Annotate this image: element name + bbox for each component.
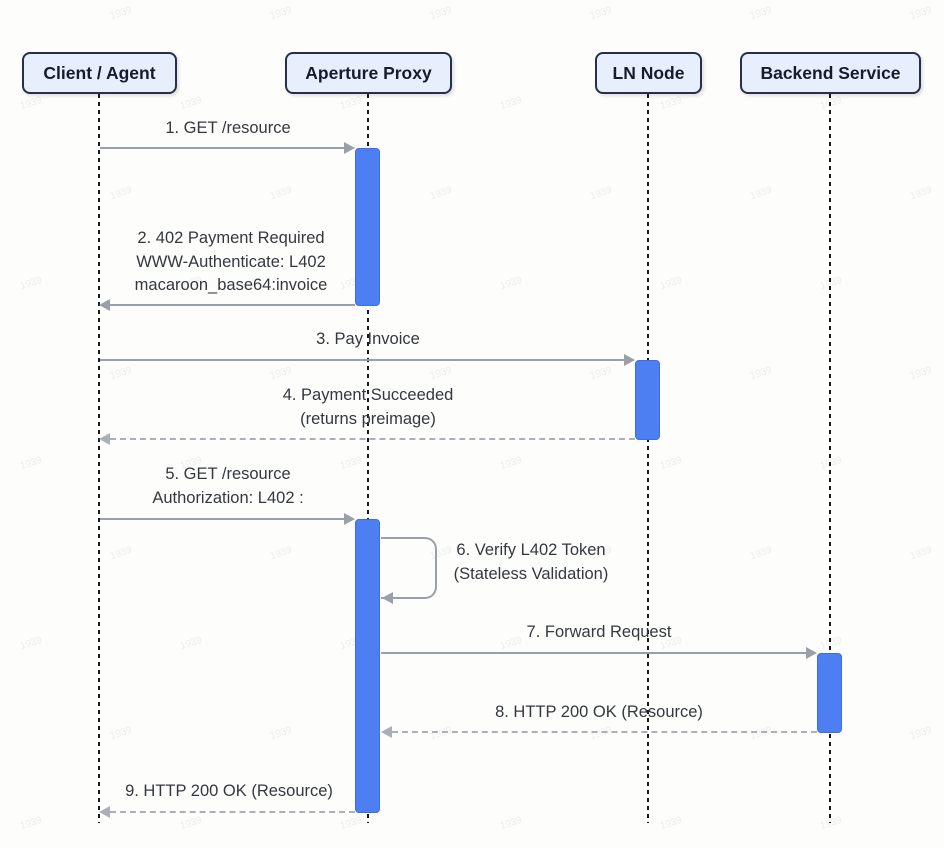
- arrowhead-left-icon: [99, 433, 110, 445]
- message-3-label: 3. Pay Invoice: [316, 330, 420, 348]
- message-9-arrow: [110, 811, 355, 813]
- watermark-text: 1939: [588, 4, 614, 23]
- watermark-text: 1939: [268, 544, 294, 563]
- participant-client: Client / Agent: [22, 52, 177, 94]
- participant-ln-node: LN Node: [595, 52, 702, 94]
- watermark-text: 1939: [818, 814, 844, 833]
- watermark-text: 1939: [818, 634, 844, 653]
- watermark-text: 1939: [908, 184, 934, 203]
- lifeline-ln-node: [647, 94, 649, 823]
- message-7-arrow: [381, 652, 807, 654]
- watermark-text: 1939: [428, 184, 454, 203]
- watermark-text: 1939: [908, 4, 934, 23]
- watermark-text: 1939: [748, 184, 774, 203]
- watermark-text: 1939: [498, 454, 524, 473]
- watermark-text: 1939: [268, 4, 294, 23]
- participant-aperture: Aperture Proxy: [285, 52, 452, 94]
- message-1-label: 1. GET /resource: [165, 119, 291, 137]
- lifeline-aperture: [367, 94, 369, 823]
- watermark-text: 1939: [428, 4, 454, 23]
- activation-bar-backend: [817, 653, 842, 733]
- message-8-arrow: [392, 731, 817, 733]
- message-4-label: 4. Payment Succeeded (returns preimage): [282, 386, 454, 428]
- watermark-text: 1939: [268, 364, 294, 383]
- watermark-text: 1939: [428, 724, 454, 743]
- watermark-text: 1939: [498, 94, 524, 113]
- message-5-label: 5. GET /resource Authorization: L402 :: [152, 465, 304, 507]
- watermark-text: 1939: [108, 184, 134, 203]
- message-4-arrow: [110, 438, 635, 440]
- watermark-text: 1939: [658, 454, 684, 473]
- message-9-label: 9. HTTP 200 OK (Resource): [125, 782, 333, 800]
- watermark-text: 1939: [268, 724, 294, 743]
- watermark-text: 1939: [748, 4, 774, 23]
- arrowhead-left-icon: [99, 806, 110, 818]
- lifeline-client: [98, 94, 100, 823]
- watermark-text: 1939: [428, 364, 454, 383]
- arrowhead-left-icon: [99, 299, 110, 311]
- activation-bar-ln-node: [635, 360, 660, 440]
- watermark-text: 1939: [818, 94, 844, 113]
- watermark-text: 1939: [18, 454, 44, 473]
- watermark-text: 1939: [498, 634, 524, 653]
- watermark-text: 1939: [108, 364, 134, 383]
- watermark-text: 1939: [748, 364, 774, 383]
- message-6-label: 6. Verify L402 Token (Stateless Validati…: [453, 541, 609, 583]
- arrowhead-right-icon: [344, 142, 355, 154]
- watermark-text: 1939: [178, 814, 204, 833]
- watermark-text: 1939: [498, 814, 524, 833]
- message-5-arrow: [100, 518, 345, 520]
- watermark-text: 1939: [908, 724, 934, 743]
- watermark-text: 1939: [748, 724, 774, 743]
- watermark-text: 1939: [178, 634, 204, 653]
- message-7-label: 7. Forward Request: [526, 623, 672, 641]
- watermark-text: 1939: [18, 274, 44, 293]
- participant-label: LN Node: [612, 62, 685, 83]
- watermark-text: 1939: [18, 634, 44, 653]
- message-8-label: 8. HTTP 200 OK (Resource): [495, 703, 703, 721]
- message-2-label: 2. 402 Payment Required WWW-Authenticate…: [134, 229, 328, 294]
- watermark-text: 1939: [588, 724, 614, 743]
- participant-backend: Backend Service: [740, 52, 921, 94]
- participant-label: Client / Agent: [43, 62, 156, 83]
- message-6-self-loop: [381, 537, 437, 599]
- message-3-arrow: [100, 359, 625, 361]
- watermark-text: 1939: [658, 274, 684, 293]
- watermark-text: 1939: [658, 814, 684, 833]
- watermark-text: 1939: [18, 814, 44, 833]
- watermark-text: 1939: [818, 454, 844, 473]
- watermark-text: 1939: [268, 184, 294, 203]
- watermark-text: 1939: [338, 94, 364, 113]
- watermark-text: 1939: [588, 184, 614, 203]
- watermark-text: 1939: [338, 454, 364, 473]
- arrowhead-right-icon: [806, 647, 817, 659]
- activation-bar-aperture-2: [355, 519, 380, 813]
- watermark-text: 1939: [108, 544, 134, 563]
- watermark-text: 1939: [908, 364, 934, 383]
- watermark-text: 1939: [338, 814, 364, 833]
- watermark-text: 1939: [178, 94, 204, 113]
- watermark-text: 1939: [748, 544, 774, 563]
- watermark-text: 1939: [658, 94, 684, 113]
- arrowhead-left-icon: [382, 592, 393, 604]
- watermark-text: 1939: [498, 274, 524, 293]
- arrowhead-left-icon: [381, 726, 392, 738]
- arrowhead-right-icon: [344, 513, 355, 525]
- participant-label: Aperture Proxy: [305, 62, 432, 83]
- watermark-text: 1939: [818, 274, 844, 293]
- watermark-text: 1939: [908, 544, 934, 563]
- watermark-text: 1939: [108, 724, 134, 743]
- message-1-arrow: [100, 147, 345, 149]
- message-2-arrow: [110, 304, 355, 306]
- watermark-text: 1939: [588, 364, 614, 383]
- participant-label: Backend Service: [760, 62, 901, 83]
- arrowhead-right-icon: [624, 354, 635, 366]
- activation-bar-aperture-1: [355, 148, 380, 306]
- watermark-text: 1939: [18, 94, 44, 113]
- lifeline-backend: [829, 94, 831, 823]
- watermark-text: 1939: [108, 4, 134, 23]
